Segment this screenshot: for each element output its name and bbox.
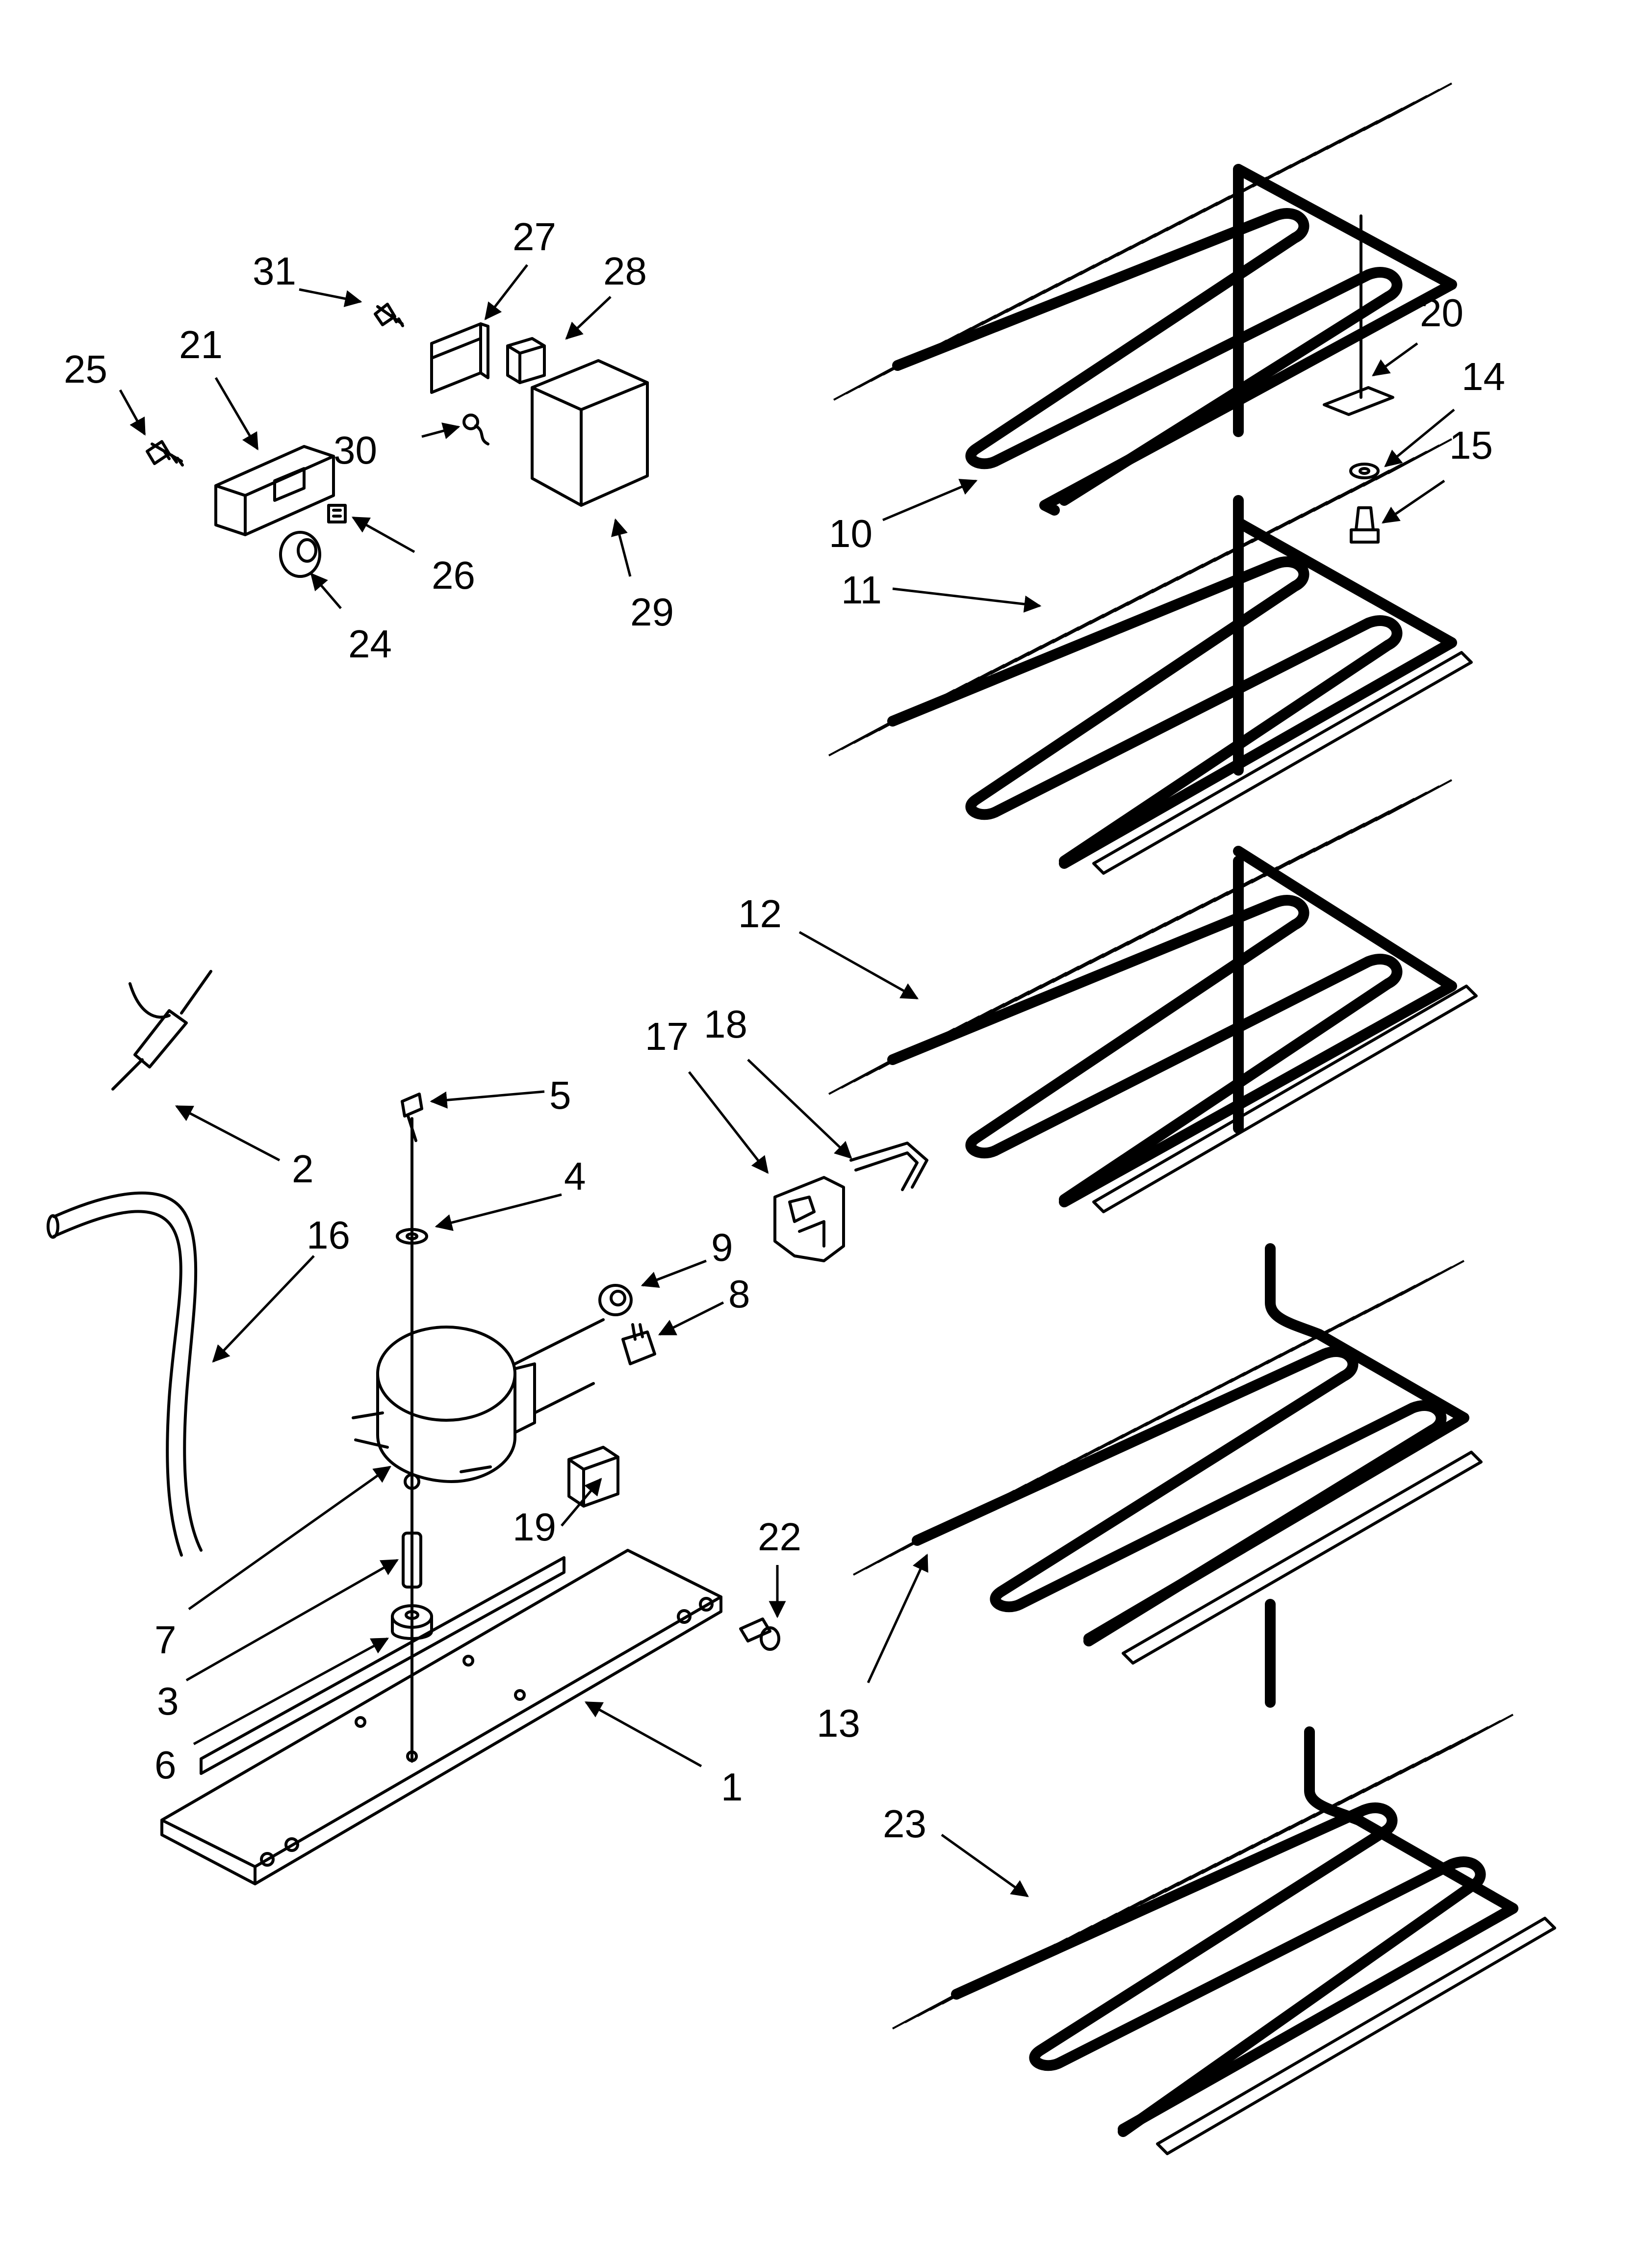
part-31-screw bbox=[374, 303, 404, 327]
part-8-relay bbox=[621, 1323, 656, 1365]
coil-10 bbox=[892, 164, 1457, 516]
callout-16: 16 bbox=[307, 1213, 350, 1257]
callout-4: 4 bbox=[564, 1154, 586, 1198]
part-17-bracket bbox=[773, 1176, 845, 1262]
part-28-cube bbox=[506, 337, 546, 384]
part-1-base-plate bbox=[160, 1549, 722, 1885]
part-26-clip bbox=[327, 504, 347, 523]
callout-11: 11 bbox=[841, 568, 882, 612]
callout-30: 30 bbox=[334, 428, 377, 472]
callout-12: 12 bbox=[738, 892, 782, 936]
callout-28: 28 bbox=[603, 249, 647, 293]
fin-line bbox=[1449, 1714, 1514, 1750]
callout-29: 29 bbox=[630, 590, 674, 634]
part-29-block bbox=[531, 359, 649, 507]
callout-9: 9 bbox=[711, 1225, 733, 1269]
callout-26: 26 bbox=[432, 553, 475, 597]
part-22-screw bbox=[739, 1617, 780, 1651]
callout-22: 22 bbox=[758, 1515, 801, 1559]
part-27-panel bbox=[430, 322, 489, 394]
callout-31: 31 bbox=[253, 249, 296, 293]
fin-line bbox=[1387, 438, 1452, 474]
part-21-housing bbox=[214, 445, 335, 536]
coil-13 bbox=[912, 1243, 1483, 1708]
fin-line bbox=[1387, 779, 1452, 815]
callout-14: 14 bbox=[1462, 355, 1505, 398]
callout-labels: 25 21 31 27 28 30 26 24 29 20 14 15 10 1… bbox=[64, 215, 1505, 1846]
part-30-sensor bbox=[462, 414, 489, 445]
part-3-sleeve bbox=[402, 1532, 422, 1589]
callout-7: 7 bbox=[154, 1618, 177, 1662]
part-9-protector bbox=[598, 1284, 633, 1316]
coil-23 bbox=[951, 1726, 1556, 2155]
callout-18: 18 bbox=[704, 1002, 747, 1046]
callout-10: 10 bbox=[829, 512, 872, 555]
part-15-bolt bbox=[1350, 506, 1380, 544]
callout-6: 6 bbox=[154, 1743, 177, 1787]
callout-2: 2 bbox=[292, 1147, 314, 1191]
callout-8: 8 bbox=[728, 1272, 750, 1316]
coil-11 bbox=[887, 495, 1473, 875]
part-20-pad bbox=[1323, 214, 1394, 416]
part-4-washer bbox=[396, 1228, 428, 1245]
part-7-compressor bbox=[352, 1318, 605, 1490]
fin-line bbox=[1400, 1260, 1464, 1296]
callout-19: 19 bbox=[513, 1505, 556, 1549]
callout-3: 3 bbox=[157, 1679, 179, 1723]
callout-23: 23 bbox=[883, 1802, 926, 1846]
callout-21: 21 bbox=[179, 323, 223, 366]
callout-1: 1 bbox=[721, 1765, 743, 1809]
leader-lines bbox=[119, 264, 1455, 1898]
part-19-capacitor bbox=[567, 1446, 619, 1508]
part-18-clip bbox=[849, 1142, 928, 1191]
part-16-tube bbox=[47, 1191, 203, 1557]
coil-12 bbox=[887, 846, 1478, 1213]
callout-27: 27 bbox=[513, 215, 556, 259]
callout-5: 5 bbox=[549, 1073, 571, 1117]
part-2-drier bbox=[111, 970, 212, 1091]
callout-13: 13 bbox=[817, 1701, 860, 1745]
fin-line bbox=[1387, 82, 1452, 119]
part-25-screw bbox=[146, 440, 184, 467]
callout-20: 20 bbox=[1420, 291, 1463, 335]
callout-15: 15 bbox=[1449, 423, 1493, 467]
part-14-washer bbox=[1349, 463, 1380, 479]
callout-24: 24 bbox=[348, 622, 392, 666]
callout-17: 17 bbox=[645, 1015, 689, 1058]
part-24-knob bbox=[279, 531, 321, 578]
callout-25: 25 bbox=[64, 347, 107, 391]
